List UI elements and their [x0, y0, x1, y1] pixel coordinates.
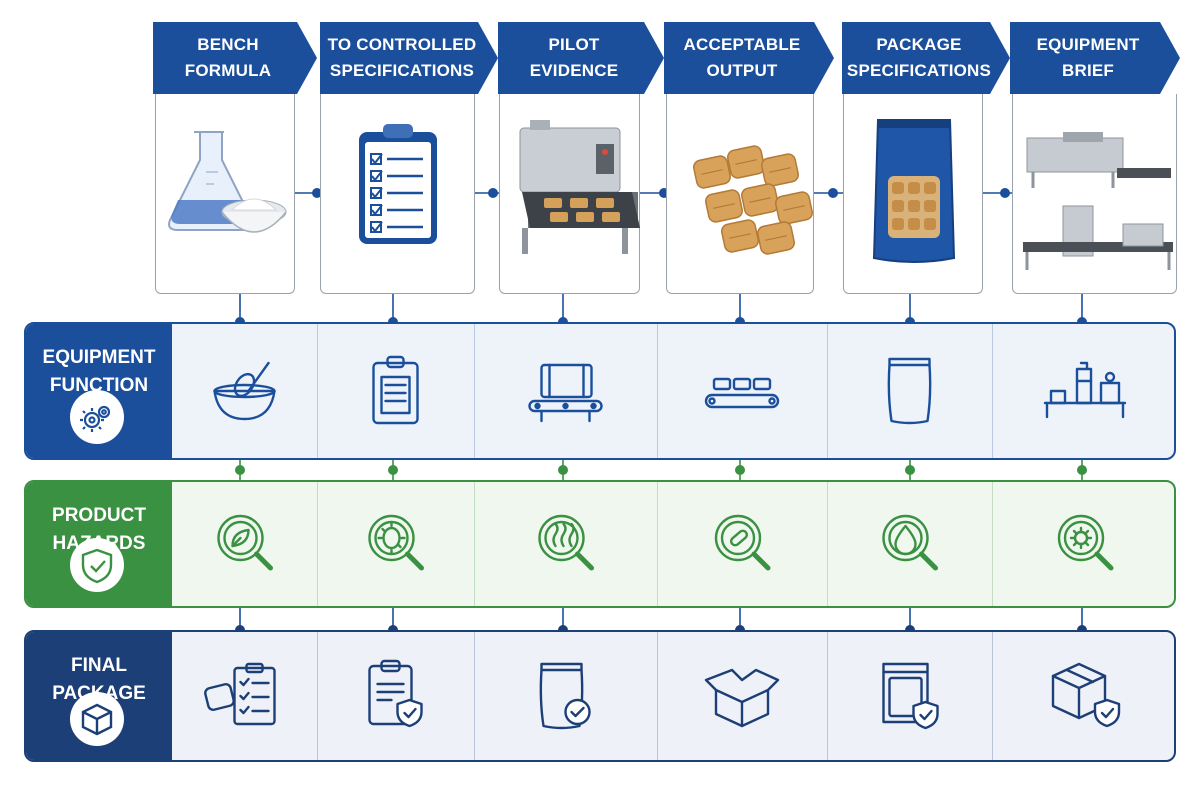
- open-box-icon: [704, 668, 780, 728]
- pouch-check-icon: [539, 662, 591, 730]
- row-cell: [827, 324, 992, 458]
- magnifier-foreign-object-icon: [714, 514, 771, 571]
- connector-node: [735, 465, 745, 475]
- stage-header-6: EQUIPMENT BRIEF: [1010, 22, 1180, 94]
- stage-label: BENCH FORMULA: [184, 35, 272, 80]
- row-product-hazards: PRODUCT HAZARDS: [24, 480, 1176, 608]
- oven-conveyor-icon: [528, 363, 603, 423]
- checklist-clipboard-icon: [359, 124, 437, 244]
- stage-card-3: [499, 94, 640, 294]
- connector-node: [558, 465, 568, 475]
- pillow-checklist-icon: [204, 662, 276, 726]
- cell-divider: [474, 482, 475, 606]
- shield-check-icon: [70, 538, 124, 592]
- flow-node: [1000, 188, 1010, 198]
- snack-pillows-icon: [693, 145, 813, 255]
- row-cell: [172, 632, 317, 760]
- cell-divider: [992, 324, 993, 458]
- pouch-icon: [887, 357, 932, 425]
- stage-card-5: [843, 94, 983, 294]
- row-label: FINAL PACKAGE: [26, 632, 172, 760]
- flask-with-powder-bowl-icon: [168, 131, 287, 233]
- stage-label: PILOT EVIDENCE: [529, 35, 619, 80]
- row-cell: [317, 482, 474, 606]
- flow-node: [828, 188, 838, 198]
- stage-header-1: BENCH FORMULA: [153, 22, 317, 94]
- row-cell: [992, 482, 1178, 606]
- stage-header-4: ACCEPTABLE OUTPUT: [664, 22, 834, 94]
- stage-label: TO CONTROLLED SPECIFICATIONS: [327, 35, 477, 80]
- flow-node: [312, 188, 322, 198]
- cell-divider: [992, 482, 993, 606]
- stage-label: ACCEPTABLE OUTPUT: [683, 35, 801, 80]
- gears-icon: [70, 390, 124, 444]
- cell-divider: [317, 324, 318, 458]
- cell-divider: [827, 482, 828, 606]
- row-cell: [827, 632, 992, 760]
- box-icon: [70, 692, 124, 746]
- cell-divider: [657, 632, 658, 760]
- magnifier-gear-icon: [1057, 514, 1114, 571]
- cell-divider: [992, 632, 993, 760]
- pouch-shield-icon: [882, 662, 939, 730]
- magnifier-heat-icon: [538, 514, 594, 571]
- row-cell: [474, 632, 657, 760]
- row-cell: [992, 632, 1178, 760]
- pilot-oven-machine-icon: [519, 120, 640, 254]
- row-cell: [992, 324, 1178, 458]
- box-shield-icon: [1051, 662, 1121, 728]
- stage-header-5: PACKAGE SPECIFICATIONS: [842, 22, 1010, 94]
- connector-node: [388, 465, 398, 475]
- row-equipment-function: EQUIPMENT FUNCTION: [24, 322, 1176, 460]
- cell-divider: [474, 324, 475, 458]
- connector-node: [1077, 465, 1087, 475]
- mixing-bowl-whisk-icon: [213, 361, 276, 421]
- stage-label: EQUIPMENT BRIEF: [1036, 35, 1140, 80]
- stage-card-4: [666, 94, 814, 294]
- stage-label: PACKAGE SPECIFICATIONS: [846, 35, 992, 80]
- stage-card-2: [320, 94, 475, 294]
- cell-divider: [474, 632, 475, 760]
- row-cell: [317, 632, 474, 760]
- row-cell: [172, 324, 317, 458]
- stage-header-2: TO CONTROLLED SPECIFICATIONS: [320, 22, 498, 94]
- production-line-equipment-icon: [1023, 132, 1173, 270]
- row-label: EQUIPMENT FUNCTION: [26, 324, 172, 458]
- row-cell: [474, 324, 657, 458]
- row-final-package: FINAL PACKAGE: [24, 630, 1176, 762]
- clipboard-shield-icon: [368, 659, 423, 728]
- stage-card-6: [1012, 94, 1177, 294]
- conveyor-snacks-icon: [704, 377, 780, 409]
- connector-node: [235, 465, 245, 475]
- row-cell: [474, 482, 657, 606]
- flow-node: [488, 188, 498, 198]
- clipboard-document-icon: [372, 355, 419, 425]
- magnifier-leaf-icon: [217, 514, 273, 571]
- cell-divider: [827, 632, 828, 760]
- production-line-icon: [1043, 361, 1127, 419]
- connector-node: [905, 465, 915, 475]
- row-cell: [172, 482, 317, 606]
- cell-divider: [657, 482, 658, 606]
- row-cell: [657, 632, 827, 760]
- row-cell: [317, 324, 474, 458]
- cell-divider: [317, 482, 318, 606]
- row-cell: [827, 482, 992, 606]
- filled-stand-up-pouch-icon: [872, 119, 956, 263]
- cell-divider: [827, 324, 828, 458]
- row-cell: [657, 482, 827, 606]
- cell-divider: [657, 324, 658, 458]
- row-label: PRODUCT HAZARDS: [26, 482, 172, 606]
- magnifier-microbe-icon: [368, 514, 424, 571]
- cell-divider: [317, 632, 318, 760]
- magnifier-moisture-icon: [882, 514, 938, 571]
- stage-card-1: [155, 94, 295, 294]
- stage-header-3: PILOT EVIDENCE: [498, 22, 664, 94]
- row-label-text: EQUIPMENT FUNCTION: [42, 347, 156, 396]
- row-cell: [657, 324, 827, 458]
